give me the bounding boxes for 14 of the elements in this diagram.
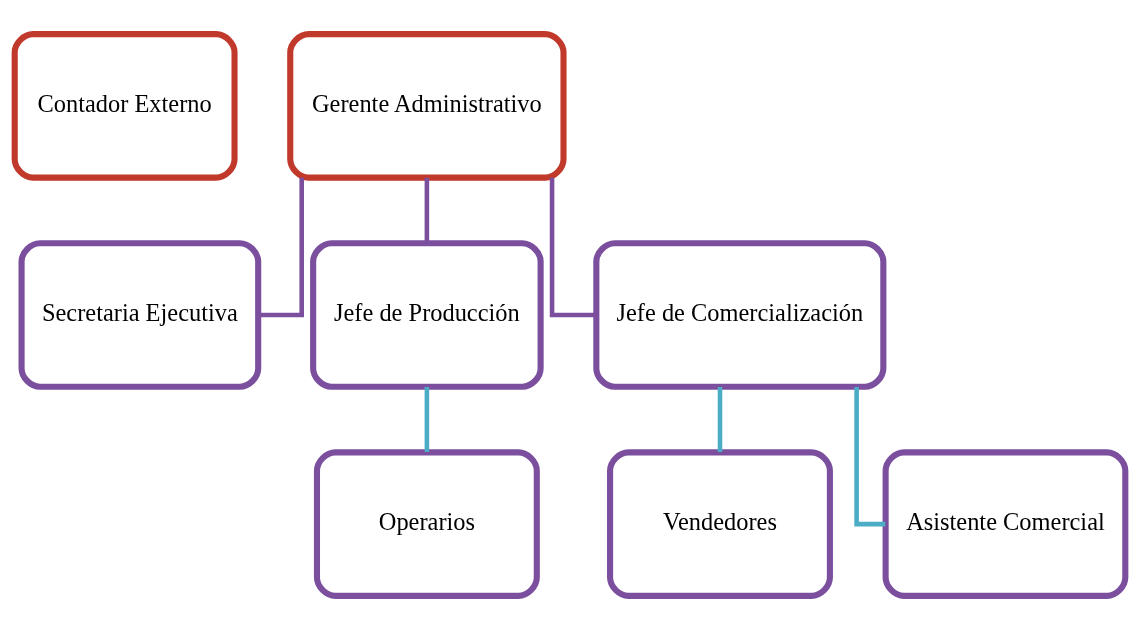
connector <box>854 387 886 527</box>
connector <box>717 387 723 453</box>
node-box: Vendedores <box>607 449 833 599</box>
node-box: Jefe de Producción <box>310 240 544 390</box>
node-box: Operarios <box>313 449 540 599</box>
connector <box>424 387 430 453</box>
node-box: Asistente Comercial <box>882 449 1129 599</box>
connector <box>258 177 304 318</box>
node-box: Contador Externo <box>11 31 238 181</box>
connector <box>424 177 430 243</box>
connector <box>549 177 597 318</box>
node-box: Jefe de Comercialización <box>593 240 887 390</box>
node-box: Gerente Administrativo <box>287 31 567 181</box>
node-box: Secretaria Ejecutiva <box>18 240 262 390</box>
